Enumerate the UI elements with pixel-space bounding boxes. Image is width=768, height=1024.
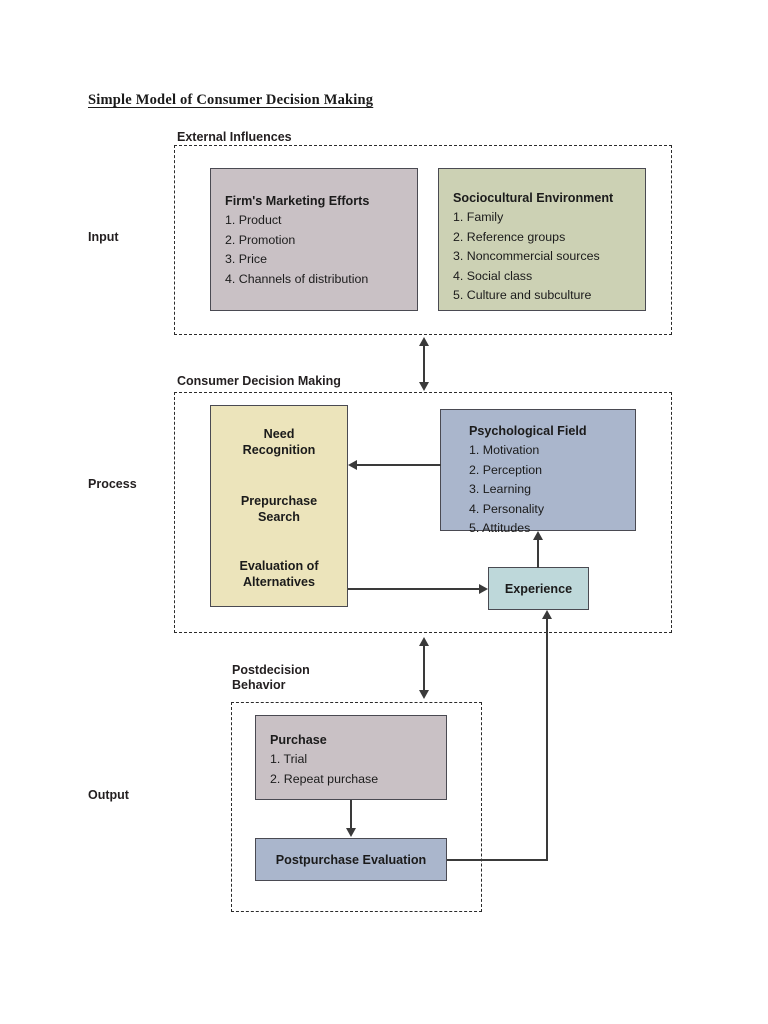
box-title-sociocultural-environment: Sociocultural Environment: [453, 191, 614, 205]
decision-stage-evaluation-alternatives-line2: Alternatives: [242, 575, 316, 589]
box-title-purchase: Purchase: [270, 733, 327, 747]
connector-evaluation-to-experience-line: [348, 588, 479, 590]
connector-external-to-decision-line: [423, 344, 425, 384]
list-item: 1. Trial: [270, 752, 308, 766]
box-purchase: Purchase 1. Trial 2. Repeat purchase: [255, 715, 447, 800]
connector-postpurchase-to-experience-arrow: [542, 610, 552, 619]
list-item: 4. Channels of distribution: [225, 271, 369, 286]
connector-experience-to-psych-line: [537, 540, 539, 568]
box-title-firms-marketing-efforts: Firm's Marketing Efforts: [225, 194, 370, 208]
box-firms-marketing-efforts: Firm's Marketing Efforts 1. Product 2. P…: [210, 168, 418, 311]
connector-external-to-decision-arrow-down: [419, 382, 429, 391]
section-caption-consumer-decision-making: Consumer Decision Making: [177, 374, 341, 388]
box-decision-stages: Need Recognition Prepurchase Search Eval…: [210, 405, 348, 607]
list-item: 2. Promotion: [225, 232, 296, 247]
list-item: 3. Noncommercial sources: [453, 249, 600, 263]
box-psychological-field: Psychological Field 1. Motivation 2. Per…: [440, 409, 636, 535]
box-label-experience: Experience: [504, 582, 573, 596]
box-title-psychological-field: Psychological Field: [469, 424, 587, 438]
connector-purchase-to-postpurchase-arrow: [346, 828, 356, 837]
list-item: 2. Repeat purchase: [270, 771, 379, 786]
list-item: 2. Perception: [469, 462, 543, 477]
decision-stage-prepurchase-search-line2: Search: [257, 510, 300, 524]
box-experience: Experience: [488, 567, 589, 610]
stage-label-process: Process: [88, 477, 137, 491]
section-caption-postdecision-behavior-line2: Behavior: [232, 678, 286, 692]
list-item: 1. Motivation: [469, 443, 540, 457]
region-consumer-decision-making: [174, 392, 672, 633]
connector-purchase-to-postpurchase-line: [350, 800, 352, 829]
connector-evaluation-to-experience-arrow: [479, 584, 488, 594]
box-sociocultural-environment: Sociocultural Environment 1. Family 2. R…: [438, 168, 646, 311]
decision-stage-evaluation-alternatives-line1: Evaluation of: [239, 559, 319, 573]
decision-stage-need-recognition-line1: Need: [263, 427, 295, 441]
section-caption-external-influences: External Influences: [177, 130, 292, 144]
list-item: 3. Learning: [469, 482, 532, 496]
list-item: 2. Reference groups: [453, 229, 566, 244]
decision-stage-prepurchase-search-line1: Prepurchase: [240, 494, 318, 508]
list-item: 5. Culture and subculture: [453, 288, 592, 302]
stage-label-output: Output: [88, 788, 129, 802]
connector-psych-to-need-line: [357, 464, 441, 466]
connector-decision-to-postdecision-arrow-up: [419, 637, 429, 646]
list-item: 1. Family: [453, 210, 504, 224]
connector-experience-to-psych-arrow: [533, 531, 543, 540]
connector-postpurchase-to-experience-vline: [546, 619, 548, 860]
list-item: 5. Attitudes: [469, 521, 531, 535]
region-postdecision-behavior: [231, 702, 482, 912]
connector-postpurchase-to-experience-hline: [447, 859, 548, 861]
connector-decision-to-postdecision-arrow-down: [419, 690, 429, 699]
region-external-influences: [174, 145, 672, 335]
box-postpurchase-evaluation: Postpurchase Evaluation: [255, 838, 447, 881]
list-item: 1. Product: [225, 213, 282, 227]
page-title: Simple Model of Consumer Decision Making: [88, 92, 374, 108]
box-label-postpurchase-evaluation: Postpurchase Evaluation: [275, 853, 427, 867]
list-item: 3. Price: [225, 252, 268, 266]
connector-psych-to-need-arrow: [348, 460, 357, 470]
stage-label-input: Input: [88, 230, 119, 244]
connector-decision-to-postdecision-line: [423, 644, 425, 692]
section-caption-postdecision-behavior-line1: Postdecision: [232, 663, 310, 677]
connector-external-to-decision-arrow-up: [419, 337, 429, 346]
list-item: 4. Social class: [453, 268, 533, 283]
list-item: 4. Personality: [469, 501, 545, 516]
decision-stage-need-recognition-line2: Recognition: [242, 443, 316, 457]
